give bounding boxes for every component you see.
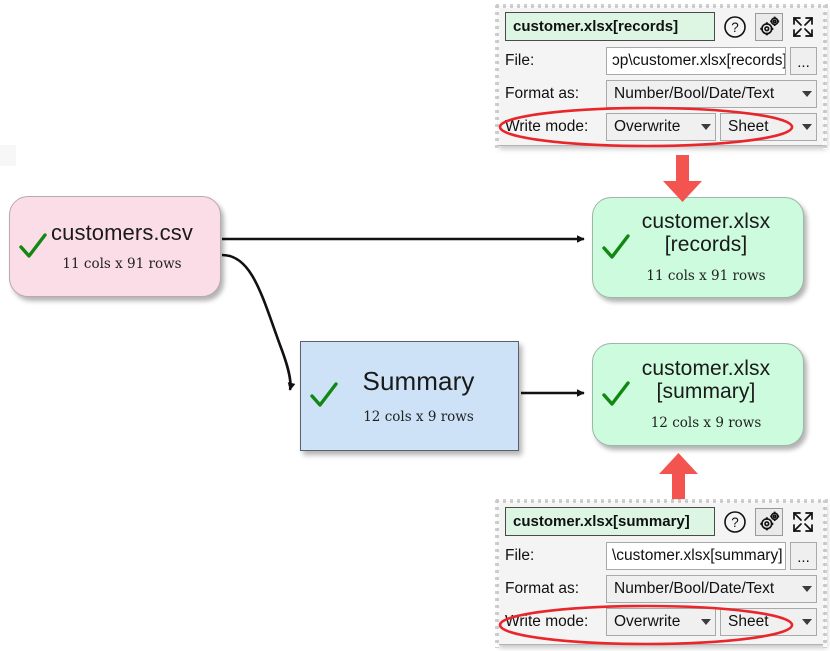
help-circle-icon[interactable]: ? (721, 508, 749, 536)
chevron-down-icon (802, 585, 812, 592)
write-target-value: Sheet (728, 612, 769, 630)
expand-arrows-glyph (793, 511, 813, 532)
panel-torn-edge-left (495, 500, 499, 648)
node-subtitle: 11 cols x 91 rows (646, 267, 766, 284)
browse-button[interactable]: ... (790, 46, 817, 75)
panel-header: customer.xlsx[records] ? (505, 12, 817, 41)
format-select[interactable]: Number/Bool/Date/Text (606, 79, 817, 108)
file-row: File: ɔp\customer.xlsx[records] ... (505, 46, 817, 75)
green-check-icon (602, 233, 630, 259)
red-arrow-up-icon (659, 453, 698, 500)
connector-customers-to-summary (221, 253, 296, 391)
chevron-down-icon (802, 618, 812, 625)
flow-node-customer-xlsx-records[interactable]: customer.xlsx [records] 11 cols x 91 row… (592, 197, 804, 298)
node-title: customers.csv (51, 220, 193, 246)
format-value: Number/Bool/Date/Text (614, 579, 775, 597)
chevron-down-icon (802, 123, 812, 130)
write-mode-value: Overwrite (614, 612, 681, 630)
format-label: Format as: (505, 84, 580, 102)
panel-torn-edge-right (823, 500, 827, 648)
flow-node-customers-csv[interactable]: customers.csv 11 cols x 91 rows (9, 196, 221, 297)
help-circle-icon[interactable]: ? (721, 13, 749, 41)
node-title: customer.xlsx [records] (641, 210, 771, 256)
file-row: File: \customer.xlsx[summary] ... (505, 541, 817, 570)
write-mode-select[interactable]: Overwrite (606, 112, 716, 141)
write-target-value: Sheet (728, 117, 769, 135)
node-name-input[interactable]: customer.xlsx[records] (505, 12, 715, 41)
gears-glyph (759, 16, 779, 36)
gears-icon[interactable] (755, 507, 783, 536)
expand-arrows-glyph (793, 16, 813, 37)
panel-torn-edge-right (823, 5, 827, 149)
panel-torn-edge (496, 499, 828, 503)
panel-torn-edge (496, 4, 828, 8)
flow-node-customer-xlsx-summary[interactable]: customer.xlsx [summary] 12 cols x 9 rows (592, 343, 804, 446)
write-mode-select[interactable]: Overwrite (606, 607, 716, 636)
write-mode-label: Write mode: (505, 117, 589, 135)
svg-text:?: ? (731, 20, 739, 35)
node-subtitle: 12 cols x 9 rows (650, 414, 762, 431)
expand-arrows-icon[interactable] (789, 13, 817, 41)
write-mode-value: Overwrite (614, 117, 681, 135)
file-label: File: (505, 51, 535, 69)
format-value: Number/Bool/Date/Text (614, 84, 775, 102)
file-path-input[interactable]: ɔp\customer.xlsx[records] (606, 46, 786, 75)
format-label: Format as: (505, 579, 580, 597)
properties-panel-summary[interactable]: customer.xlsx[summary] ? (495, 499, 828, 648)
write-mode-row: Write mode: Overwrite Sheet (505, 112, 817, 141)
green-check-icon (19, 232, 47, 258)
gears-icon[interactable] (755, 12, 783, 41)
write-target-select[interactable]: Sheet (720, 607, 817, 636)
format-row: Format as: Number/Bool/Date/Text (505, 574, 817, 603)
svg-text:?: ? (731, 515, 739, 530)
node-name-input[interactable]: customer.xlsx[summary] (505, 507, 715, 536)
green-check-icon (310, 382, 338, 407)
green-check-icon (602, 380, 630, 406)
node-title: Summary (362, 365, 475, 396)
node-subtitle: 11 cols x 91 rows (62, 255, 182, 272)
red-arrow-down-icon (663, 155, 702, 202)
gears-glyph (759, 511, 779, 531)
chevron-down-icon (802, 90, 812, 97)
panel-torn-edge-left (495, 5, 499, 149)
write-target-select[interactable]: Sheet (720, 112, 817, 141)
chevron-down-icon (701, 618, 711, 625)
flow-node-summary[interactable]: Summary 12 cols x 9 rows (300, 341, 519, 451)
file-path-input[interactable]: \customer.xlsx[summary] (606, 541, 786, 570)
chevron-down-icon (701, 123, 711, 130)
help-circle-glyph: ? (724, 510, 746, 533)
node-title: customer.xlsx [summary] (641, 357, 771, 403)
format-select[interactable]: Number/Bool/Date/Text (606, 574, 817, 603)
properties-panel-records[interactable]: customer.xlsx[records] ? (495, 4, 828, 149)
write-mode-label: Write mode: (505, 612, 589, 630)
file-label: File: (505, 546, 535, 564)
write-mode-row: Write mode: Overwrite Sheet (505, 607, 817, 636)
canvas-artifact (0, 145, 16, 166)
browse-button[interactable]: ... (790, 541, 817, 570)
panel-header: customer.xlsx[summary] ? (505, 507, 817, 536)
help-circle-glyph: ? (724, 15, 746, 38)
expand-arrows-icon[interactable] (789, 508, 817, 536)
format-row: Format as: Number/Bool/Date/Text (505, 79, 817, 108)
node-subtitle: 12 cols x 9 rows (363, 409, 474, 426)
